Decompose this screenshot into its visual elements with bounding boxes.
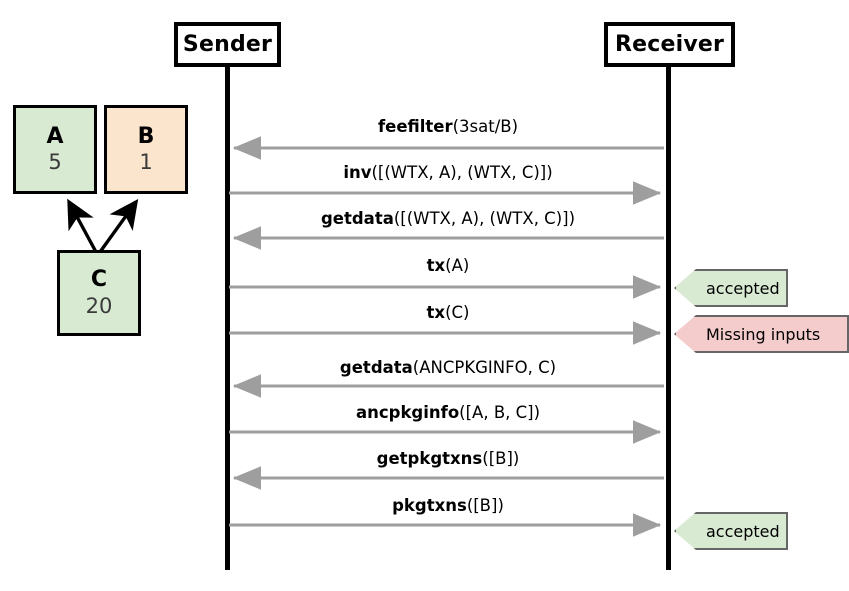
participant-sender[interactable]: Sender [174,22,281,67]
message-1-command: feefilter [377,117,453,136]
message-label-7: ancpkginfo([A, B, C]) [356,403,540,422]
message-label-4: tx(A) [427,256,470,275]
message-4-command: tx [426,256,446,275]
status-badge-accepted-tx-a[interactable]: accepted [674,269,788,307]
tx-node-a-value: 5 [48,150,62,175]
status-badge-accepted-pkgtxns[interactable]: accepted [674,512,788,550]
message-6-command: getdata [339,358,413,377]
message-label-8: getpkgtxns([B]) [377,449,520,468]
message-label-6: getdata(ANCPKGINFO, C) [340,358,556,377]
message-5-command: tx [426,303,446,322]
tx-edge-c-to-b [98,198,139,253]
tx-edge-c-to-a [67,198,98,253]
message-2-args: ([(WTX, A), (WTX, C)]) [371,163,553,182]
lifeline-receiver [666,67,671,570]
message-3-args: ([(WTX, A), (WTX, C)]) [393,209,576,228]
message-9-args: ([B]) [466,496,504,515]
tx-node-b[interactable]: B 1 [104,105,188,194]
message-9-command: pkgtxns [392,496,467,515]
message-label-9: pkgtxns([B]) [392,496,504,515]
message-2-command: inv [343,163,372,182]
tx-node-a-label: A [46,123,64,149]
message-label-2: inv([(WTX, A), (WTX, C)]) [343,163,552,182]
status-badge-missing-inputs-tx-c[interactable]: Missing inputs [674,315,849,353]
status-badge-missing-inputs-tx-c-label: Missing inputs [706,324,821,344]
message-8-args: ([B]) [482,449,520,468]
message-label-1: feefilter(3sat/B) [378,117,518,136]
message-7-command: ancpkginfo [355,403,460,422]
tx-node-b-value: 1 [139,150,153,175]
message-label-3: getdata([(WTX, A), (WTX, C)]) [321,209,575,228]
message-1-args: (3sat/B) [452,117,519,136]
message-6-args: (ANCPKGINFO, C) [412,358,557,377]
participant-sender-label: Sender [182,32,273,57]
tx-node-c-label: C [90,267,108,293]
message-5-args: (C) [445,303,470,322]
lifeline-sender [225,67,230,570]
status-badge-accepted-tx-a-label: accepted [706,278,780,298]
message-label-5: tx(C) [427,303,470,322]
tx-node-c-value: 20 [85,293,113,318]
tx-node-a[interactable]: A 5 [13,105,97,194]
message-8-command: getpkgtxns [376,449,483,468]
participant-receiver-label: Receiver [614,32,725,57]
message-7-args: ([A, B, C]) [459,403,541,422]
tx-node-b-label: B [137,123,155,149]
tx-node-c[interactable]: C 20 [57,250,141,336]
status-badge-accepted-pkgtxns-label: accepted [706,521,780,541]
message-4-args: (A) [445,256,470,275]
participant-receiver[interactable]: Receiver [604,22,735,67]
message-3-command: getdata [320,209,394,228]
